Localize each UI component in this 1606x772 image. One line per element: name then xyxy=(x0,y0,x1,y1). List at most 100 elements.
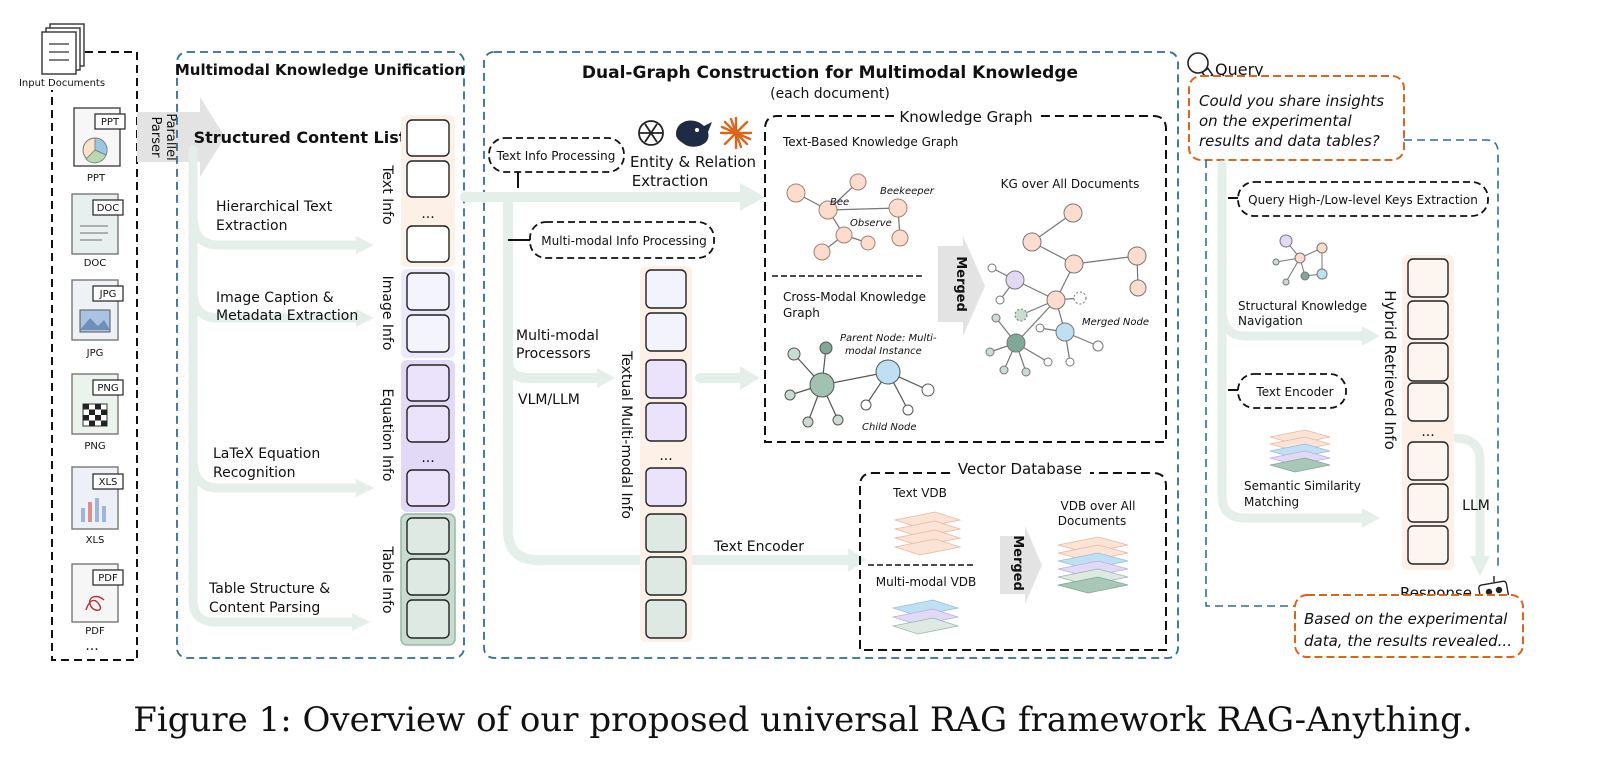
unification-arrowheads xyxy=(352,236,374,631)
hybrid-cell xyxy=(1407,258,1449,298)
vector-database-title: Vector Database xyxy=(958,460,1082,478)
text-info-cell xyxy=(406,225,450,263)
response-box xyxy=(1294,594,1524,658)
pdf-doc-label: PDF xyxy=(85,626,105,637)
mm-info-processing-label: Multi-modal Info Processing xyxy=(541,234,706,248)
mm-vdb-stack-icon xyxy=(891,599,960,635)
kg-merged-arrow xyxy=(938,236,985,336)
query-label: Query xyxy=(1215,60,1264,79)
textual-mm-cell xyxy=(645,556,687,596)
vdb-merged-arrow xyxy=(1000,526,1042,604)
bee-label: Bee xyxy=(830,197,849,208)
entity-relation-label-1: Entity & Relation xyxy=(630,153,756,171)
mm-vdb-label: Multi-modal VDB xyxy=(876,575,977,589)
png-doc-label: PNG xyxy=(84,441,105,452)
xls-doc-icon xyxy=(71,466,124,530)
xls-doc-label: XLS xyxy=(86,535,105,546)
text-info-cell xyxy=(406,119,450,157)
text-based-graph-nodes xyxy=(786,173,909,261)
table-info-cell xyxy=(406,517,450,555)
semantic-similarity-label-1: Semantic Similarity xyxy=(1244,479,1361,493)
text-info-processing-label: Text Info Processing xyxy=(496,149,616,163)
figure-caption: Figure 1: Overview of our proposed unive… xyxy=(133,700,1473,740)
response-text-1: Based on the experimental xyxy=(1304,610,1508,628)
hybrid-cell xyxy=(1407,483,1449,523)
pdf-doc-tag: PDF xyxy=(98,573,118,584)
openai-logo-icon xyxy=(638,120,664,146)
equation-info-cell xyxy=(406,364,450,402)
doc-doc-icon xyxy=(71,193,124,255)
dual-graph-panel xyxy=(483,51,1179,659)
parallel-parser-label-2: Parser xyxy=(148,117,163,158)
ppt-doc-icon xyxy=(73,107,126,167)
text-encoder-box xyxy=(1237,373,1347,409)
beekeeper-label: Beekeeper xyxy=(880,186,935,197)
merged-kg-graph-nodes xyxy=(985,203,1147,377)
hybrid-retrieved-label: Hybrid Retrieved Info xyxy=(1381,290,1399,450)
png-doc-tag: PNG xyxy=(97,383,118,394)
semantic-similarity-label-2: Matching xyxy=(1244,495,1299,509)
equation-info-dots: ... xyxy=(421,450,434,466)
structural-nav-label-2: Navigation xyxy=(1238,314,1303,328)
dual-graph-flow-arrows xyxy=(460,192,855,565)
merged-node-label: Merged Node xyxy=(1082,317,1149,328)
ppt-doc-tag: PPT xyxy=(101,117,120,128)
table-info-label: Table Info xyxy=(379,545,395,613)
step-image-caption-1: Image Caption & xyxy=(216,290,334,306)
claude-starburst-icon xyxy=(719,116,753,150)
image-info-cell xyxy=(406,314,450,353)
vdb-all-docs-label-2: Documents xyxy=(1058,514,1126,528)
llm-label: LLM xyxy=(1462,498,1490,514)
hybrid-cell xyxy=(1407,342,1449,382)
text-encoder-label: Text Encoder xyxy=(713,539,804,555)
dual-graph-subtitle: (each document) xyxy=(770,86,890,102)
textual-mm-dots: ... xyxy=(659,448,672,464)
similarity-stack-icon xyxy=(1269,429,1331,473)
hybrid-cell xyxy=(1407,300,1449,340)
text-vdb-stack-icon xyxy=(893,511,962,556)
cross-modal-kg-label-2: Graph xyxy=(783,306,820,320)
equation-info-label: Equation Info xyxy=(379,389,395,482)
textual-mm-cell xyxy=(645,599,687,639)
text-vdb-label: Text VDB xyxy=(892,486,947,500)
image-info-label: Image Info xyxy=(379,276,395,351)
text-info-dots: ... xyxy=(421,206,434,222)
jpg-doc-tag: JPG xyxy=(99,289,117,300)
jpg-doc-icon xyxy=(71,279,124,341)
query-flow-arrows xyxy=(1217,160,1485,565)
mm-processors-label-1: Multi-modal xyxy=(516,328,599,344)
hybrid-dots: ... xyxy=(1421,424,1434,440)
text-based-kg-label: Text-Based Knowledge Graph xyxy=(782,135,958,149)
entity-relation-label-2: Extraction xyxy=(632,172,709,190)
vdb-all-stack-icon xyxy=(1057,536,1129,594)
png-doc-icon xyxy=(71,373,124,435)
cross-modal-graph-nodes xyxy=(784,341,935,428)
unification-flow-arrows xyxy=(188,145,365,627)
vector-database-box xyxy=(859,472,1167,651)
observe-label: Observe xyxy=(850,218,892,229)
mm-processors-label-2: Processors xyxy=(516,346,591,362)
xls-doc-tag: XLS xyxy=(99,477,118,488)
content-list-title: Structured Content List xyxy=(194,128,407,147)
equation-info-cell xyxy=(406,405,450,443)
navigation-graph-icon xyxy=(1272,234,1328,286)
vlm-llm-label: VLM/LLM xyxy=(518,392,580,408)
vdb-all-docs-label-1: VDB over All xyxy=(1061,499,1136,513)
query-text-1: Could you share insights xyxy=(1199,92,1384,110)
text-info-label: Text Info xyxy=(379,164,395,224)
step-image-caption-2: Metadata Extraction xyxy=(216,308,358,324)
cross-modal-kg-label-1: Cross-Modal Knowledge xyxy=(783,290,926,304)
hybrid-cell xyxy=(1407,441,1449,481)
textual-mm-cell xyxy=(645,467,687,507)
response-text-2: data, the results revealed... xyxy=(1304,632,1512,650)
parent-node-label-1: Parent Node: Multi- xyxy=(840,333,937,344)
query-arrowheads xyxy=(1362,326,1490,576)
equation-info-cell xyxy=(406,469,450,507)
step-hierarchical-text-1: Hierarchical Text xyxy=(216,199,333,215)
doc-doc-label: DOC xyxy=(84,258,107,269)
unification-panel xyxy=(176,51,465,659)
knowledge-graph-title: Knowledge Graph xyxy=(899,108,1032,126)
keys-extraction-box xyxy=(1237,181,1489,217)
input-documents-icon xyxy=(41,23,85,75)
kg-merged-label: Merged xyxy=(953,256,968,312)
